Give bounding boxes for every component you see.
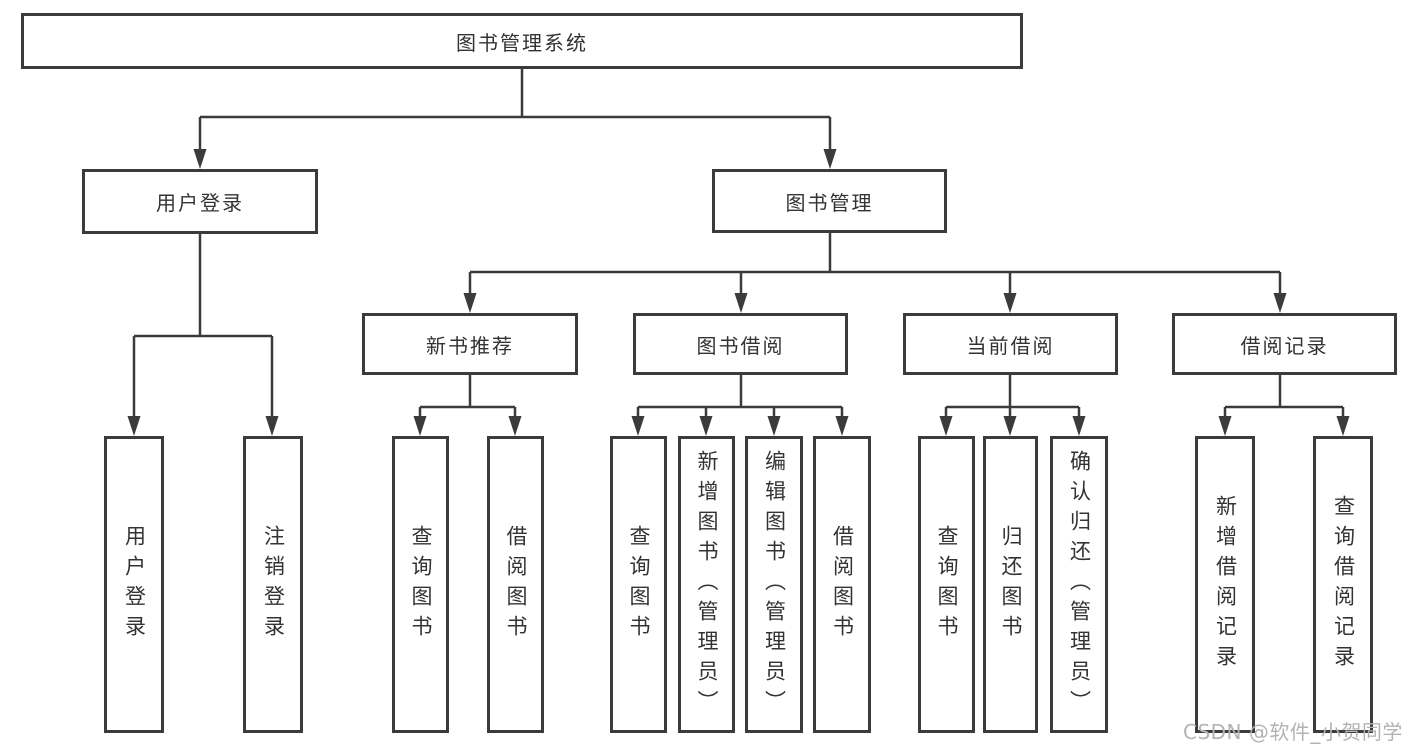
leaf-current-confirm-return-admin: 确认归还（管理员） — [1050, 436, 1108, 733]
leaf-records-query-record-label: 查询借阅记录 — [1331, 494, 1356, 675]
node-current-borrow: 当前借阅 — [903, 313, 1118, 375]
leaf-recommend-borrow-book-label: 借阅图书 — [504, 524, 529, 645]
leaf-current-query-book: 查询图书 — [918, 436, 975, 733]
node-root-label: 图书管理系统 — [456, 30, 588, 55]
leaf-current-return-book-label: 归还图书 — [999, 524, 1024, 645]
leaf-current-query-book-label: 查询图书 — [935, 524, 960, 645]
node-new-book-recommend-label: 新书推荐 — [426, 333, 514, 358]
leaf-user-login-label: 用户登录 — [122, 524, 147, 645]
leaf-logout: 注销登录 — [243, 436, 303, 733]
node-book-management: 图书管理 — [712, 169, 947, 233]
leaf-records-query-record: 查询借阅记录 — [1313, 436, 1373, 733]
node-book-management-label: 图书管理 — [785, 190, 874, 215]
leaf-borrow-add-book-admin-label: 新增图书（管理员） — [695, 449, 720, 720]
leaf-records-add-record-label: 新增借阅记录 — [1213, 494, 1238, 675]
node-book-borrow: 图书借阅 — [633, 313, 848, 375]
leaf-records-add-record: 新增借阅记录 — [1195, 436, 1255, 733]
node-user-login-label: 用户登录 — [156, 191, 244, 215]
node-borrow-records: 借阅记录 — [1172, 313, 1397, 375]
leaf-borrow-query-book: 查询图书 — [610, 436, 667, 733]
leaf-borrow-query-book-label: 查询图书 — [627, 524, 652, 645]
leaf-recommend-query-book-label: 查询图书 — [409, 524, 434, 645]
leaf-borrow-borrow-book-label: 借阅图书 — [830, 524, 855, 645]
leaf-borrow-add-book-admin: 新增图书（管理员） — [678, 436, 735, 733]
csdn-watermark: CSDN @软件_小贺同学 — [1183, 720, 1403, 744]
leaf-borrow-edit-book-admin-label: 编辑图书（管理员） — [762, 449, 787, 720]
leaf-current-confirm-return-admin-label: 确认归还（管理员） — [1067, 449, 1092, 720]
leaf-borrow-edit-book-admin: 编辑图书（管理员） — [745, 436, 803, 733]
node-new-book-recommend: 新书推荐 — [362, 313, 578, 375]
node-book-borrow-label: 图书借阅 — [696, 333, 785, 358]
node-current-borrow-label: 当前借阅 — [966, 333, 1055, 358]
leaf-user-login: 用户登录 — [104, 436, 164, 733]
node-user-login: 用户登录 — [82, 169, 318, 234]
leaf-logout-label: 注销登录 — [261, 524, 286, 645]
leaf-borrow-borrow-book: 借阅图书 — [813, 436, 871, 733]
node-root: 图书管理系统 — [21, 13, 1023, 69]
leaf-recommend-query-book: 查询图书 — [392, 436, 449, 733]
leaf-recommend-borrow-book: 借阅图书 — [487, 436, 544, 733]
leaf-current-return-book: 归还图书 — [983, 436, 1038, 733]
node-borrow-records-label: 借阅记录 — [1240, 333, 1329, 358]
